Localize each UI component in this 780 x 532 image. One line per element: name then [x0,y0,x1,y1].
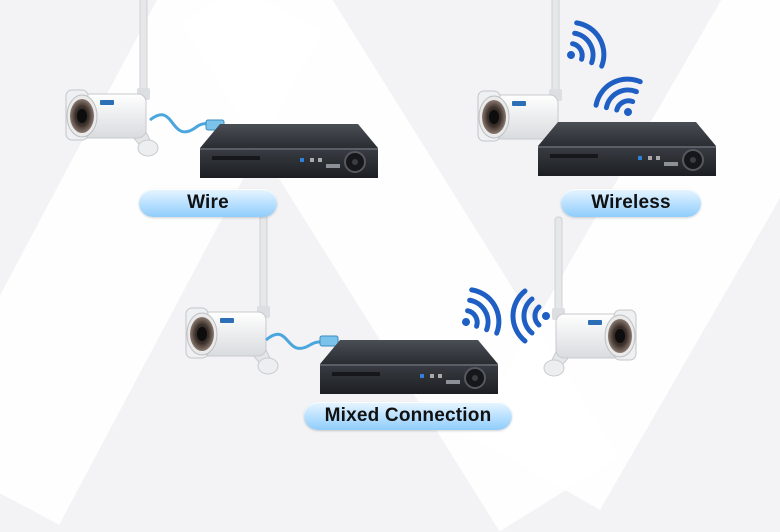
wireless-nvr [537,121,717,177]
wire-camera [65,0,159,157]
mixed-connection-label: Mixed Connection [324,405,492,426]
wireless-label: Wireless [591,192,671,213]
wireless-label-pill: Wireless [561,189,701,217]
wifi-signal-icon [555,17,612,79]
wire-nvr [199,123,379,179]
wifi-signal-icon [513,291,550,341]
wire-label-pill: Wire [139,189,277,217]
mixed-wired-camera [185,214,279,375]
wifi-signal-icon [450,284,507,346]
connection-diagram [65,0,717,395]
rj45-plug [319,335,339,347]
mixed-connection-label-pill: Mixed Connection [304,402,512,430]
wire-label: Wire [187,192,229,213]
mixed-wireless-camera [544,217,636,376]
wifi-signal-icon [590,71,652,127]
mixed-nvr [319,339,499,395]
